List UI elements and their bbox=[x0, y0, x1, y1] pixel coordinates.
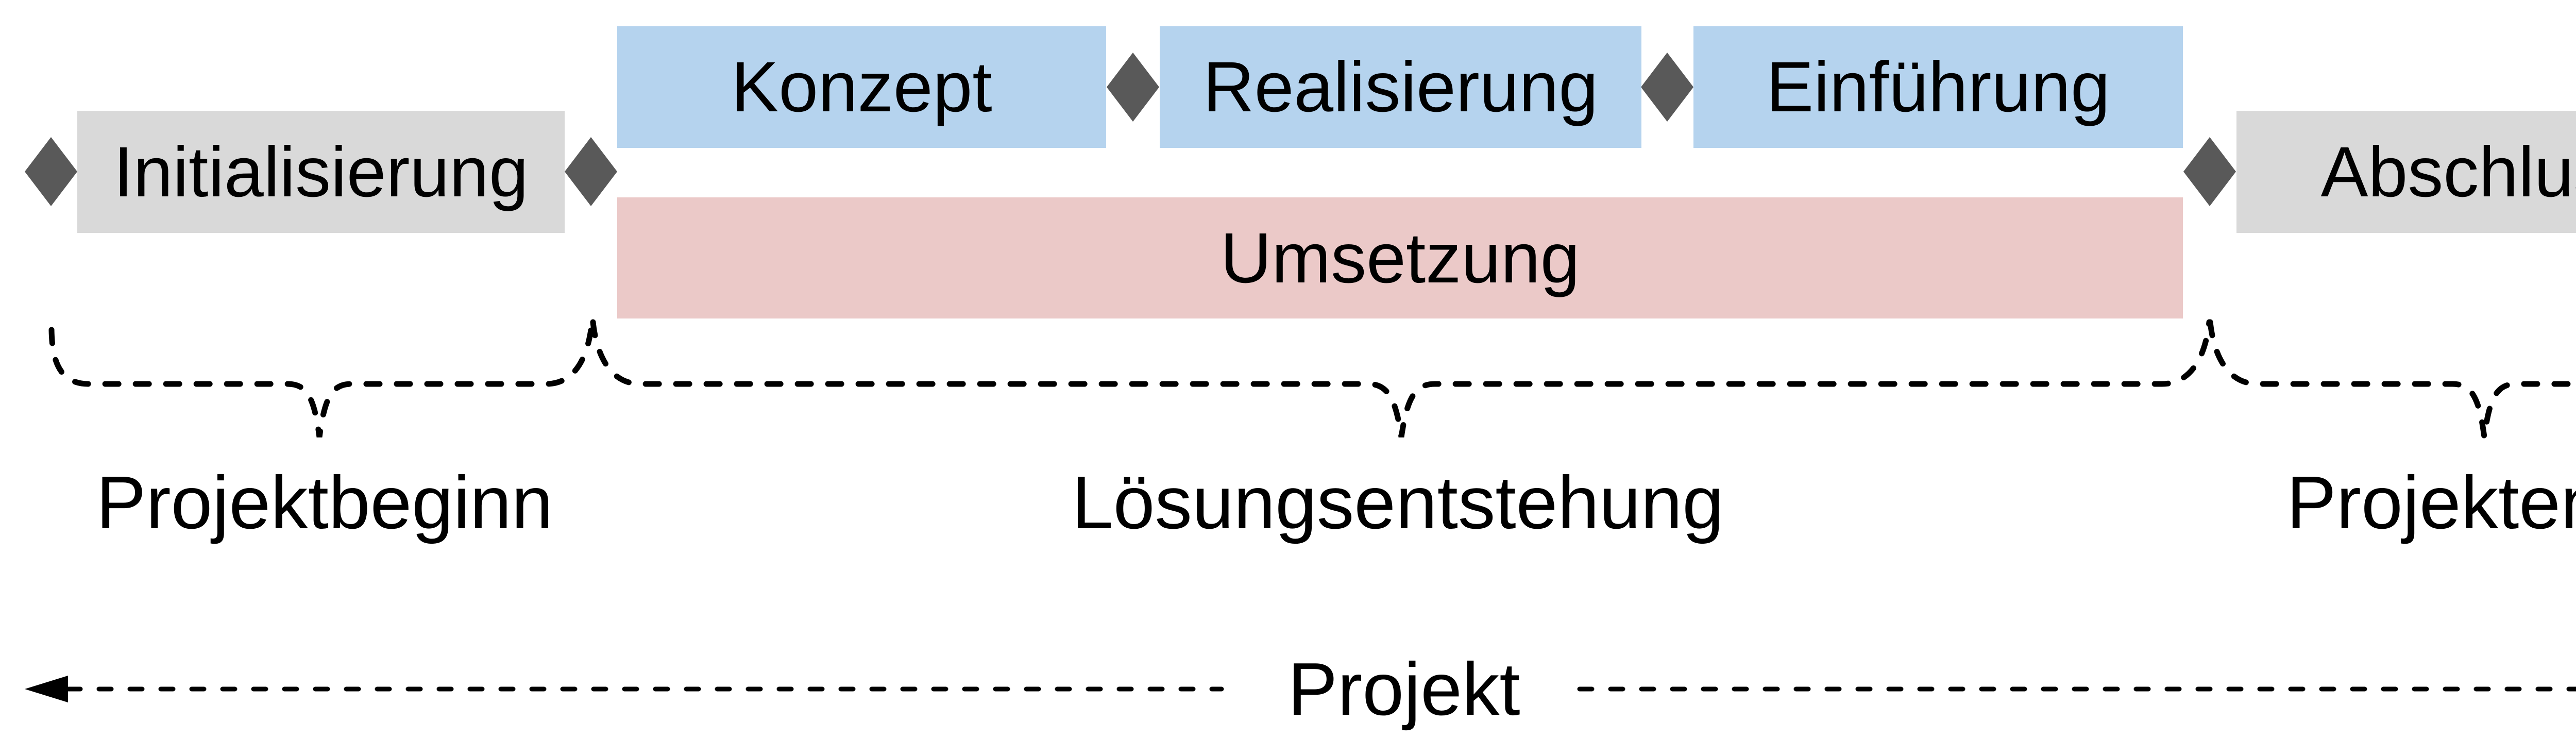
phase-box-umsetzung: Umsetzung bbox=[617, 197, 2183, 318]
arrowhead-left-icon bbox=[25, 676, 68, 702]
section-label-projektbeginn: Projektbeginn bbox=[0, 459, 685, 546]
phase-label-realisierung: Realisierung bbox=[1202, 47, 1599, 127]
phase-box-konzept: Konzept bbox=[617, 26, 1106, 148]
brace-projektende bbox=[2207, 319, 2576, 438]
phase-label-einfuehrung: Einführung bbox=[1766, 47, 2110, 127]
milestone-diamond-icon bbox=[25, 137, 77, 206]
milestone-diamond-icon bbox=[2183, 137, 2236, 206]
phase-label-umsetzung: Umsetzung bbox=[1220, 218, 1580, 298]
timeline-label-projekt: Projekt bbox=[1224, 645, 1584, 733]
section-label-projektende: Projektende bbox=[2125, 459, 2576, 546]
phase-label-abschluss: Abschluss bbox=[2320, 132, 2576, 212]
section-label-text: Projektbeginn bbox=[96, 460, 553, 544]
section-label-loesungsentstehung: Lösungsentstehung bbox=[1037, 459, 1758, 546]
section-label-text: Projektende bbox=[2286, 460, 2576, 544]
phase-label-konzept: Konzept bbox=[731, 47, 992, 127]
brace-projektbeginn bbox=[48, 319, 595, 438]
phase-box-realisierung: Realisierung bbox=[1160, 26, 1641, 148]
section-label-text: Lösungsentstehung bbox=[1072, 460, 1724, 544]
milestone-diamond-icon bbox=[1641, 53, 1693, 122]
phase-box-abschluss: Abschluss bbox=[2236, 111, 2576, 233]
phase-label-initialisierung: Initialisierung bbox=[113, 132, 529, 212]
milestone-diamond-icon bbox=[1107, 53, 1159, 122]
phase-box-einfuehrung: Einführung bbox=[1693, 26, 2183, 148]
timeline-label-text: Projekt bbox=[1287, 647, 1520, 731]
milestone-diamond-icon bbox=[565, 137, 617, 206]
brace-loesungsentstehung bbox=[590, 319, 2212, 438]
phase-box-initialisierung: Initialisierung bbox=[77, 111, 565, 233]
